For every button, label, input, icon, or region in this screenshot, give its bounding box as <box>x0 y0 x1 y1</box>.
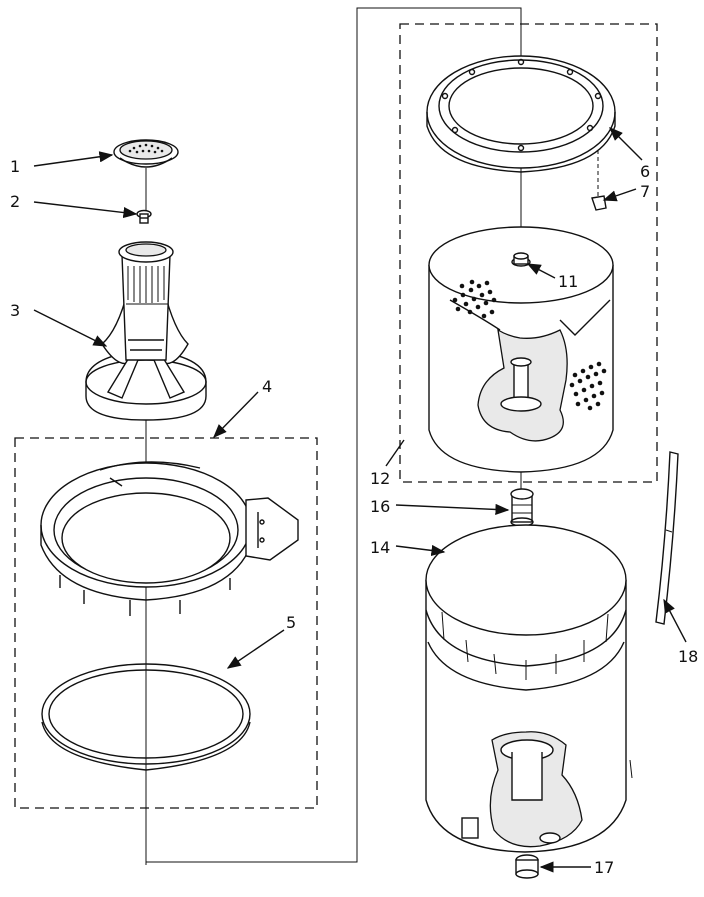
part-3-agitator <box>85 241 207 421</box>
part-2-bolt <box>136 209 152 224</box>
part-18-hose <box>655 451 679 625</box>
leader-12 <box>385 439 405 467</box>
part-6-balance-ring <box>426 55 616 173</box>
callout-7: 7 <box>640 182 650 201</box>
part-basket <box>428 226 614 473</box>
callout-18: 18 <box>678 647 698 666</box>
part-17-bushing <box>515 854 539 879</box>
part-16-drive-bell <box>510 488 534 527</box>
callout-14: 14 <box>370 538 390 557</box>
part-1-agitator-cap <box>113 139 179 168</box>
callout-6: 6 <box>640 162 650 181</box>
callout-11: 11 <box>558 272 578 291</box>
part-14-outer-tub <box>425 524 633 853</box>
part-4-tub-ring <box>40 461 299 616</box>
part-7-clip <box>591 150 607 211</box>
callout-12: 12 <box>370 469 390 488</box>
part-5-gasket <box>41 663 251 771</box>
group-box-12 <box>399 23 658 483</box>
callout-4: 4 <box>262 377 272 396</box>
callout-1: 1 <box>10 157 20 176</box>
callout-5: 5 <box>286 613 296 632</box>
part-11-hub-nut <box>511 252 531 267</box>
callout-16: 16 <box>370 497 390 516</box>
callout-3: 3 <box>10 301 20 320</box>
callout-17: 17 <box>594 858 614 877</box>
group-box-4 <box>14 437 318 809</box>
callout-2: 2 <box>10 192 20 211</box>
callout-labels: 1 2 3 4 5 6 7 11 12 14 16 17 18 <box>10 157 698 877</box>
leader-lines <box>33 127 687 873</box>
